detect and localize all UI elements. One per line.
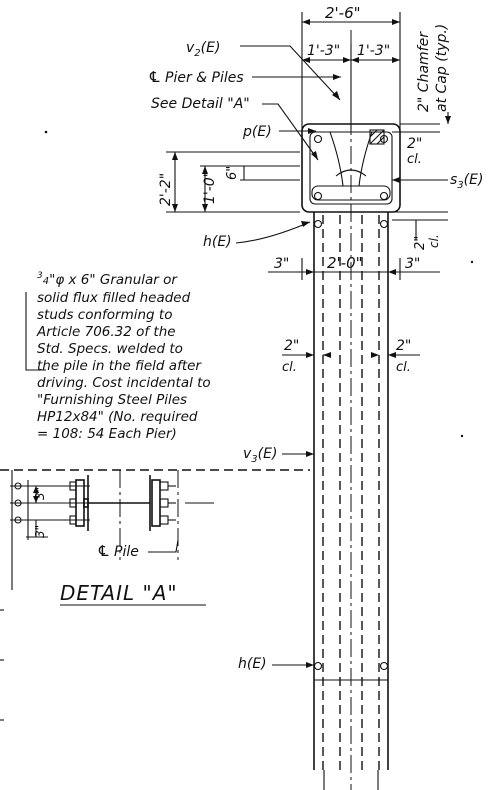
chamfer-note-line2: at Cap (typ.): [434, 24, 450, 112]
half-width-dimension: 1'-3" 1'-3": [302, 43, 400, 130]
stud-note-line-7: driving. Cost incidental to: [37, 375, 211, 391]
stud-note-line-3: studs conforming to: [37, 307, 172, 323]
svg-text:2": 2": [413, 236, 428, 250]
detail-dim-top: 3": [33, 487, 47, 500]
dim-1-0: 1'-0": [202, 171, 218, 204]
top-width-dimension: 2'-6": [301, 4, 401, 130]
see-detail-label: See Detail "A": [151, 96, 250, 112]
v2-callout: v2(E): [186, 40, 341, 101]
p-callout: p(E): [242, 124, 316, 140]
s3-callout: s3(E): [392, 172, 483, 191]
stud-note-line-5: Std. Specs. welded to: [37, 341, 183, 357]
dim-left-half: 1'-3": [307, 43, 340, 59]
margin-ticks: [0, 609, 4, 721]
pile-shaft: [313, 30, 389, 790]
cap-height-dimensions: 2'-2" 1'-0" 6": [158, 151, 300, 213]
v2-label: v2(E): [186, 40, 220, 59]
svg-text:2": 2": [284, 338, 299, 354]
dim-6: 6": [225, 166, 240, 180]
stud-note-line-10: = 108: 54 Each Pier): [37, 426, 177, 442]
stud-note-line-1: 34"φ x 6" Granular or: [37, 271, 178, 288]
chamfer-note-line1: 2" Chamfer: [416, 31, 432, 112]
svg-text:2": 2": [396, 338, 411, 354]
h-label-top: h(E): [203, 234, 232, 250]
stud-note-line-2: solid flux filled headed: [37, 290, 191, 306]
detail-title: DETAIL "A": [60, 581, 178, 605]
stud-note-line-8: "Furnishing Steel Piles: [37, 392, 187, 408]
svg-text:cl.: cl.: [396, 360, 411, 375]
p-label: p(E): [242, 124, 272, 140]
stud-note-line-4: Article 706.32 of the: [36, 324, 176, 340]
cap-clearance-top: 2" cl.: [392, 112, 451, 167]
dim-3-left: 3": [274, 256, 289, 272]
detail-dim-bottom: 3": [33, 525, 47, 538]
pile-centerline-symbol: ℄: [97, 542, 110, 560]
pile-clearance-right: 2" cl.: [371, 338, 420, 375]
see-detail-callout: See Detail "A": [151, 96, 319, 161]
pile-clearance-left: 2" cl.: [282, 338, 331, 375]
stud-note-line-6: the pile in the field after: [37, 358, 202, 374]
dim-cap-height: 2'-2": [158, 173, 174, 206]
dim-3-right: 3": [405, 256, 420, 272]
h-bottom-callout: h(E): [238, 656, 314, 672]
v3-label: v3(E): [243, 446, 277, 465]
svg-text:cl.: cl.: [427, 234, 441, 248]
dim-2-0: 2'-0": [327, 254, 363, 272]
svg-text:cl.: cl.: [407, 152, 422, 167]
pile-cl-label: Pile: [114, 544, 139, 560]
stud-note: 34"φ x 6" Granular or solid flux filled …: [25, 271, 211, 442]
pier-piles-callout: ℄ Pier & Piles: [148, 68, 341, 86]
pier-piles-label: Pier & Piles: [165, 70, 244, 86]
svg-text:2": 2": [407, 136, 422, 152]
s3-label: s3(E): [450, 172, 483, 191]
dim-total-width: 2'-6": [325, 4, 361, 22]
dim-right-half: 1'-3": [357, 43, 390, 59]
h-top-callout: h(E): [203, 221, 311, 250]
stud-note-line-9: HP12x84" (No. required: [37, 409, 198, 425]
centerline-symbol: ℄: [148, 68, 161, 86]
pile-width-dimension: 3" 2'-0" 3": [268, 254, 440, 280]
cap-clearance-bottom: 2" cl.: [392, 211, 448, 250]
h-label-bottom: h(E): [238, 656, 267, 672]
detail-a: 3" 3" ℄ Pile DETAIL "A": [0, 469, 310, 606]
svg-text:cl.: cl.: [282, 360, 297, 375]
v3-callout: v3(E): [243, 446, 314, 465]
